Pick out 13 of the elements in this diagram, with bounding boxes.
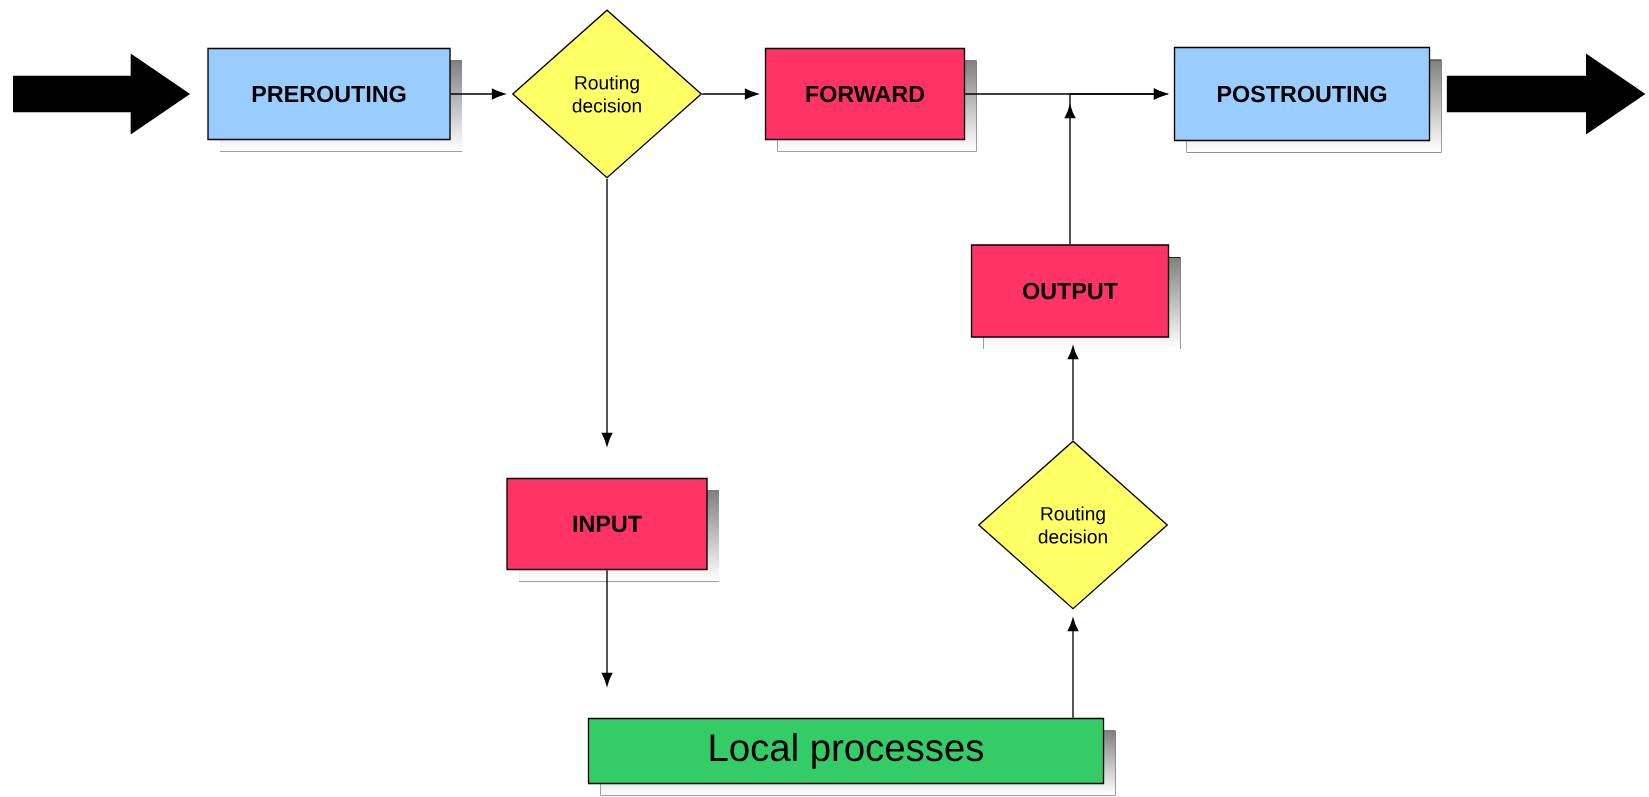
arrow [601,569,613,686]
chain-box: OUTPUT [970,244,1181,349]
arrow [1067,618,1079,719]
chain-box: POSTROUTING [1173,46,1442,153]
arrow [450,88,505,100]
arrow [1064,88,1167,245]
chain-box: FORWARD [764,47,977,152]
arrow [1067,346,1079,441]
arrow [701,88,758,100]
chain-box: INPUT [506,477,719,582]
chain-box: PREROUTING [207,47,462,152]
process-box: Local processes [587,717,1116,796]
arrow [601,178,613,446]
